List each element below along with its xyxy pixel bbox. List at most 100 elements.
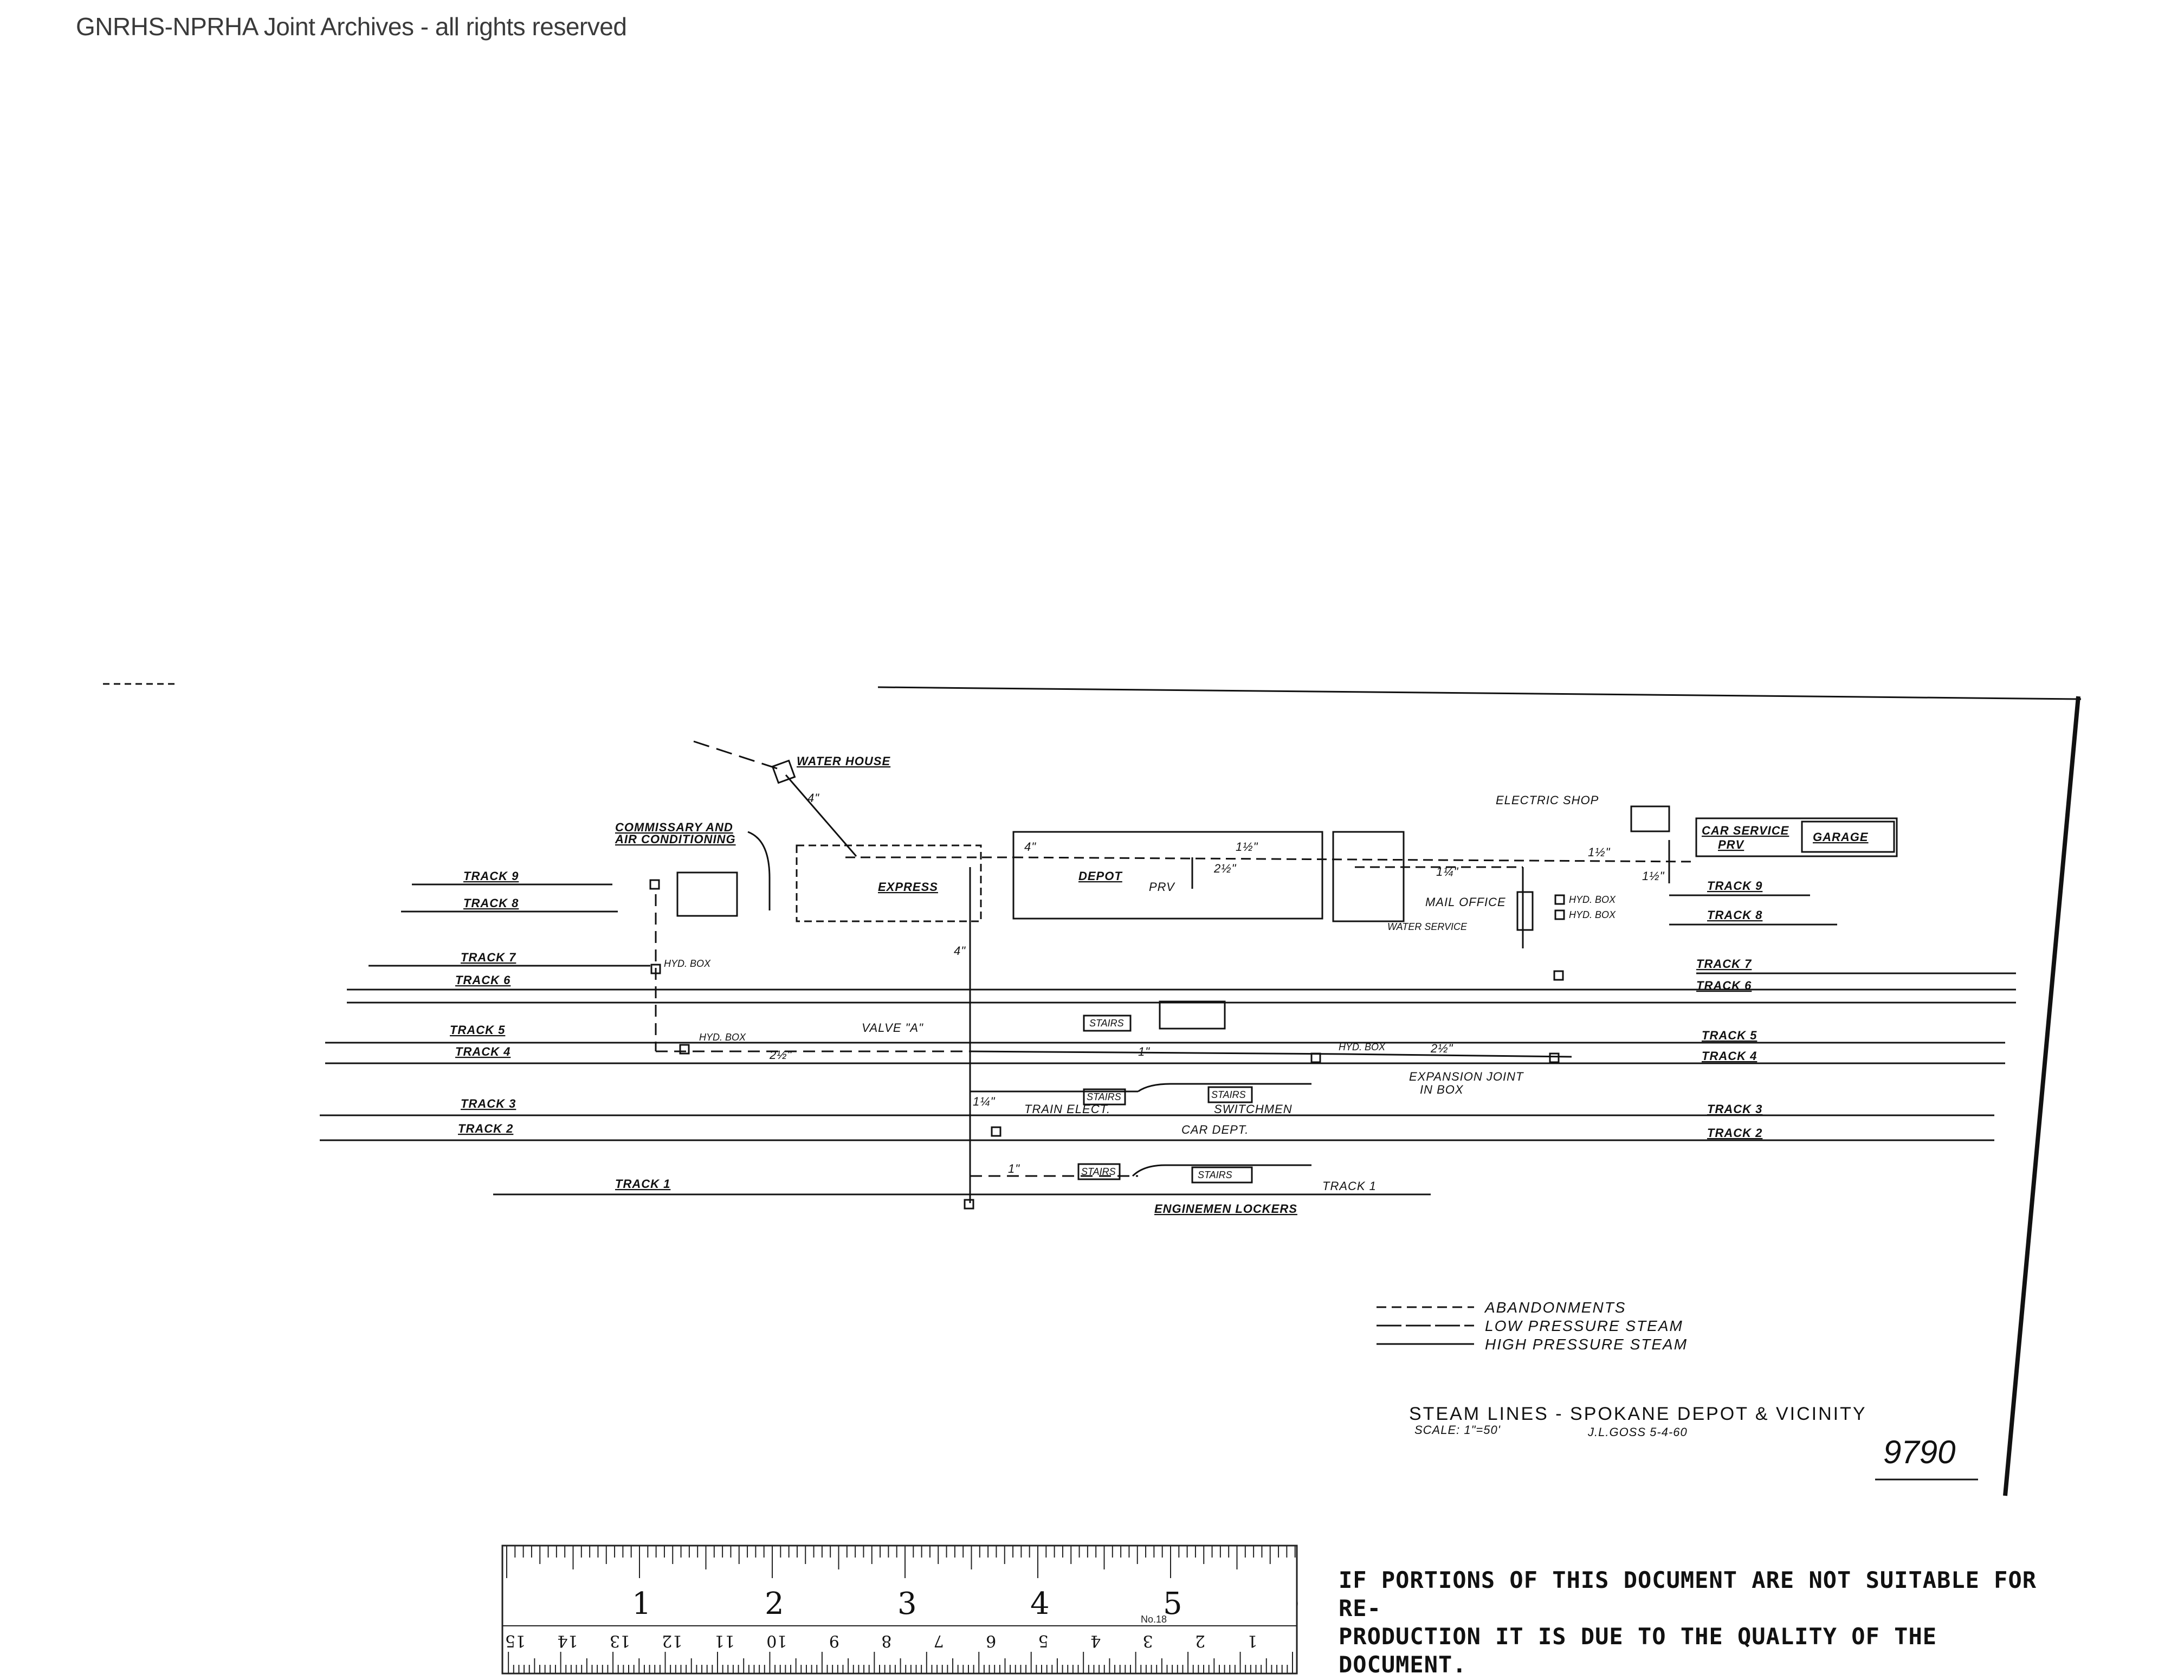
pipe-size-1-5-depot: 1½" bbox=[1236, 840, 1258, 854]
express-label: EXPRESS bbox=[878, 880, 938, 894]
pipe-size-1-25: 1¼" bbox=[1436, 865, 1459, 878]
ruler-inch-label: 4 bbox=[1030, 1586, 1050, 1621]
ruler-inch-label: 1 bbox=[632, 1586, 651, 1621]
track-label-left-8: TRACK 8 bbox=[463, 896, 519, 910]
track-label-left-1: TRACK 1 bbox=[615, 1177, 670, 1191]
pipe-size-2-5-track4: 2½" bbox=[769, 1048, 792, 1062]
enginemen-lockers-label: ENGINEMEN LOCKERS bbox=[1154, 1202, 1297, 1216]
ruler-inch-label: 5 bbox=[1163, 1586, 1183, 1621]
left-track-labels: TRACK 9 TRACK 8 TRACK 7 TRACK 6 TRACK 5 … bbox=[450, 869, 670, 1191]
right-track-labels: TRACK 9 TRACK 8 TRACK 7 TRACK 6 TRACK 5 … bbox=[1322, 879, 1762, 1193]
ruler-cm-label: 14 bbox=[557, 1631, 578, 1650]
garage-label: GARAGE bbox=[1813, 830, 1869, 844]
notice-line-2: PRODUCTION IT IS DUE TO THE QUALITY OF T… bbox=[1339, 1623, 1937, 1678]
ruler-model: No.18 bbox=[1141, 1614, 1167, 1625]
track-label-left-4: TRACK 4 bbox=[455, 1045, 511, 1058]
pipe-size-1-b: 1" bbox=[1008, 1162, 1020, 1175]
switchmen-label: SWITCHMEN bbox=[1214, 1102, 1293, 1116]
train-elect-label: TRAIN ELECT. bbox=[1024, 1102, 1110, 1116]
legend-high-pressure-label: HIGH PRESSURE STEAM bbox=[1485, 1336, 1688, 1353]
pipe-size-1-a: 1" bbox=[1138, 1045, 1150, 1058]
track-label-left-5: TRACK 5 bbox=[450, 1023, 505, 1037]
legend-abandonments-label: ABANDONMENTS bbox=[1484, 1299, 1626, 1316]
ruler-cm-label: 13 bbox=[610, 1631, 630, 1650]
car-dept-label: CAR DEPT. bbox=[1181, 1123, 1249, 1136]
legend: ABANDONMENTS LOW PRESSURE STEAM HIGH PRE… bbox=[1377, 1299, 1688, 1353]
ruler-inch-label: 2 bbox=[765, 1586, 784, 1621]
depot-label: DEPOT bbox=[1078, 869, 1122, 883]
track-label-left-3: TRACK 3 bbox=[461, 1097, 516, 1110]
track-label-right-5: TRACK 5 bbox=[1702, 1029, 1757, 1042]
mail-office-label: MAIL OFFICE bbox=[1425, 895, 1506, 909]
commissary-label: COMMISSARY AND bbox=[615, 820, 733, 834]
track-label-right-8: TRACK 8 bbox=[1707, 908, 1762, 922]
drawing-title: STEAM LINES - SPOKANE DEPOT & VICINITY bbox=[1409, 1404, 1867, 1424]
ruler-cm-label: 11 bbox=[714, 1631, 735, 1650]
track-label-left-9: TRACK 9 bbox=[463, 869, 519, 883]
ruler-cm-label: 10 bbox=[766, 1631, 787, 1650]
pipe-size-4-water: 4" bbox=[807, 791, 819, 805]
hyd-box-label-4: HYD. BOX bbox=[1569, 909, 1616, 920]
track-label-right-7: TRACK 7 bbox=[1696, 957, 1752, 971]
car-service-prv-label: PRV bbox=[1718, 838, 1745, 851]
track-label-left-7: TRACK 7 bbox=[461, 951, 516, 964]
drawing-number: 9790 bbox=[1883, 1434, 1955, 1470]
ruler-cm-label: 3 bbox=[1143, 1631, 1153, 1650]
ruler-cm-label: 12 bbox=[662, 1631, 682, 1650]
pipe-size-2-5-east: 2½" bbox=[1430, 1042, 1453, 1055]
archive-header: GNRHS-NPRHA Joint Archives - all rights … bbox=[76, 12, 627, 41]
ruler-inch-label: 3 bbox=[897, 1586, 917, 1621]
legend-low-pressure-label: LOW PRESSURE STEAM bbox=[1485, 1317, 1683, 1334]
ruler-cm-label: 8 bbox=[881, 1631, 891, 1650]
drawing-author: J.L.GOSS 5-4-60 bbox=[1587, 1425, 1688, 1439]
pipe-size-4-depot: 4" bbox=[1024, 840, 1036, 854]
stairs-label-1: STAIRS bbox=[1089, 1018, 1124, 1029]
scale-ruler: 123456151413121110987654321 No.18 bbox=[501, 1545, 1298, 1675]
air-conditioning-label: AIR CONDITIONING bbox=[615, 832, 736, 846]
track-label-right-9: TRACK 9 bbox=[1707, 879, 1762, 893]
drawing-scale: SCALE: 1"=50' bbox=[1414, 1423, 1501, 1437]
hyd-box-label-1: HYD. BOX bbox=[664, 958, 711, 969]
pipe-size-1-25-down: 1¼" bbox=[973, 1095, 996, 1108]
stairs-label-5: STAIRS bbox=[1198, 1169, 1232, 1180]
pipe-size-4-down: 4" bbox=[954, 944, 966, 958]
track-label-right-6: TRACK 6 bbox=[1696, 979, 1752, 992]
ruler-inch-label: 6 bbox=[1296, 1586, 1298, 1621]
track-label-left-2: TRACK 2 bbox=[458, 1122, 513, 1135]
pipe-size-1-5-garage: 1½" bbox=[1588, 845, 1611, 859]
track-label-right-2: TRACK 2 bbox=[1707, 1126, 1762, 1140]
stairs-label-3: STAIRS bbox=[1211, 1089, 1246, 1100]
stairs-label-4: STAIRS bbox=[1081, 1166, 1116, 1177]
ruler-cm-label: 15 bbox=[505, 1631, 526, 1650]
hyd-box-label-3: HYD. BOX bbox=[1569, 894, 1616, 905]
depot-prv-label: PRV bbox=[1149, 880, 1175, 894]
stairs-label-2: STAIRS bbox=[1087, 1091, 1121, 1102]
notice-line-1: IF PORTIONS OF THIS DOCUMENT ARE NOT SUI… bbox=[1339, 1567, 2037, 1621]
ruler-cm-label: 4 bbox=[1090, 1631, 1101, 1650]
ruler-cm-label: 6 bbox=[986, 1631, 996, 1650]
pipe-size-2-5-depot: 2½" bbox=[1213, 862, 1237, 875]
reproduction-notice: IF PORTIONS OF THIS DOCUMENT ARE NOT SUI… bbox=[1339, 1566, 2065, 1679]
car-service-label: CAR SERVICE bbox=[1702, 824, 1789, 837]
valve-a-label: VALVE "A" bbox=[862, 1021, 923, 1035]
expansion-joint-label: EXPANSION JOINT bbox=[1409, 1070, 1524, 1083]
ruler-cm-label: 1 bbox=[1247, 1631, 1257, 1650]
water-house-label: WATER HOUSE bbox=[797, 754, 890, 768]
hyd-box-label-5: HYD. BOX bbox=[1339, 1042, 1386, 1052]
track-label-right-3: TRACK 3 bbox=[1707, 1102, 1762, 1116]
track-lines bbox=[320, 883, 2016, 1196]
track-label-right-4: TRACK 4 bbox=[1702, 1049, 1757, 1063]
sheet-border bbox=[103, 683, 2082, 1496]
hyd-box-label-2: HYD. BOX bbox=[699, 1032, 746, 1043]
expansion-joint-label-2: IN BOX bbox=[1420, 1083, 1464, 1096]
ruler-cm-label: 5 bbox=[1038, 1631, 1049, 1650]
pipe-size-1-5-track: 1½" bbox=[1642, 869, 1665, 883]
ruler-cm-label: 9 bbox=[829, 1631, 839, 1650]
hydrant-boxes bbox=[649, 879, 1565, 1210]
water-service-label: WATER SERVICE bbox=[1387, 921, 1468, 932]
track-label-right-1: TRACK 1 bbox=[1322, 1179, 1377, 1193]
ruler-cm-label: 2 bbox=[1195, 1631, 1205, 1650]
track-label-left-6: TRACK 6 bbox=[455, 973, 511, 987]
building-outlines bbox=[676, 759, 1898, 1184]
